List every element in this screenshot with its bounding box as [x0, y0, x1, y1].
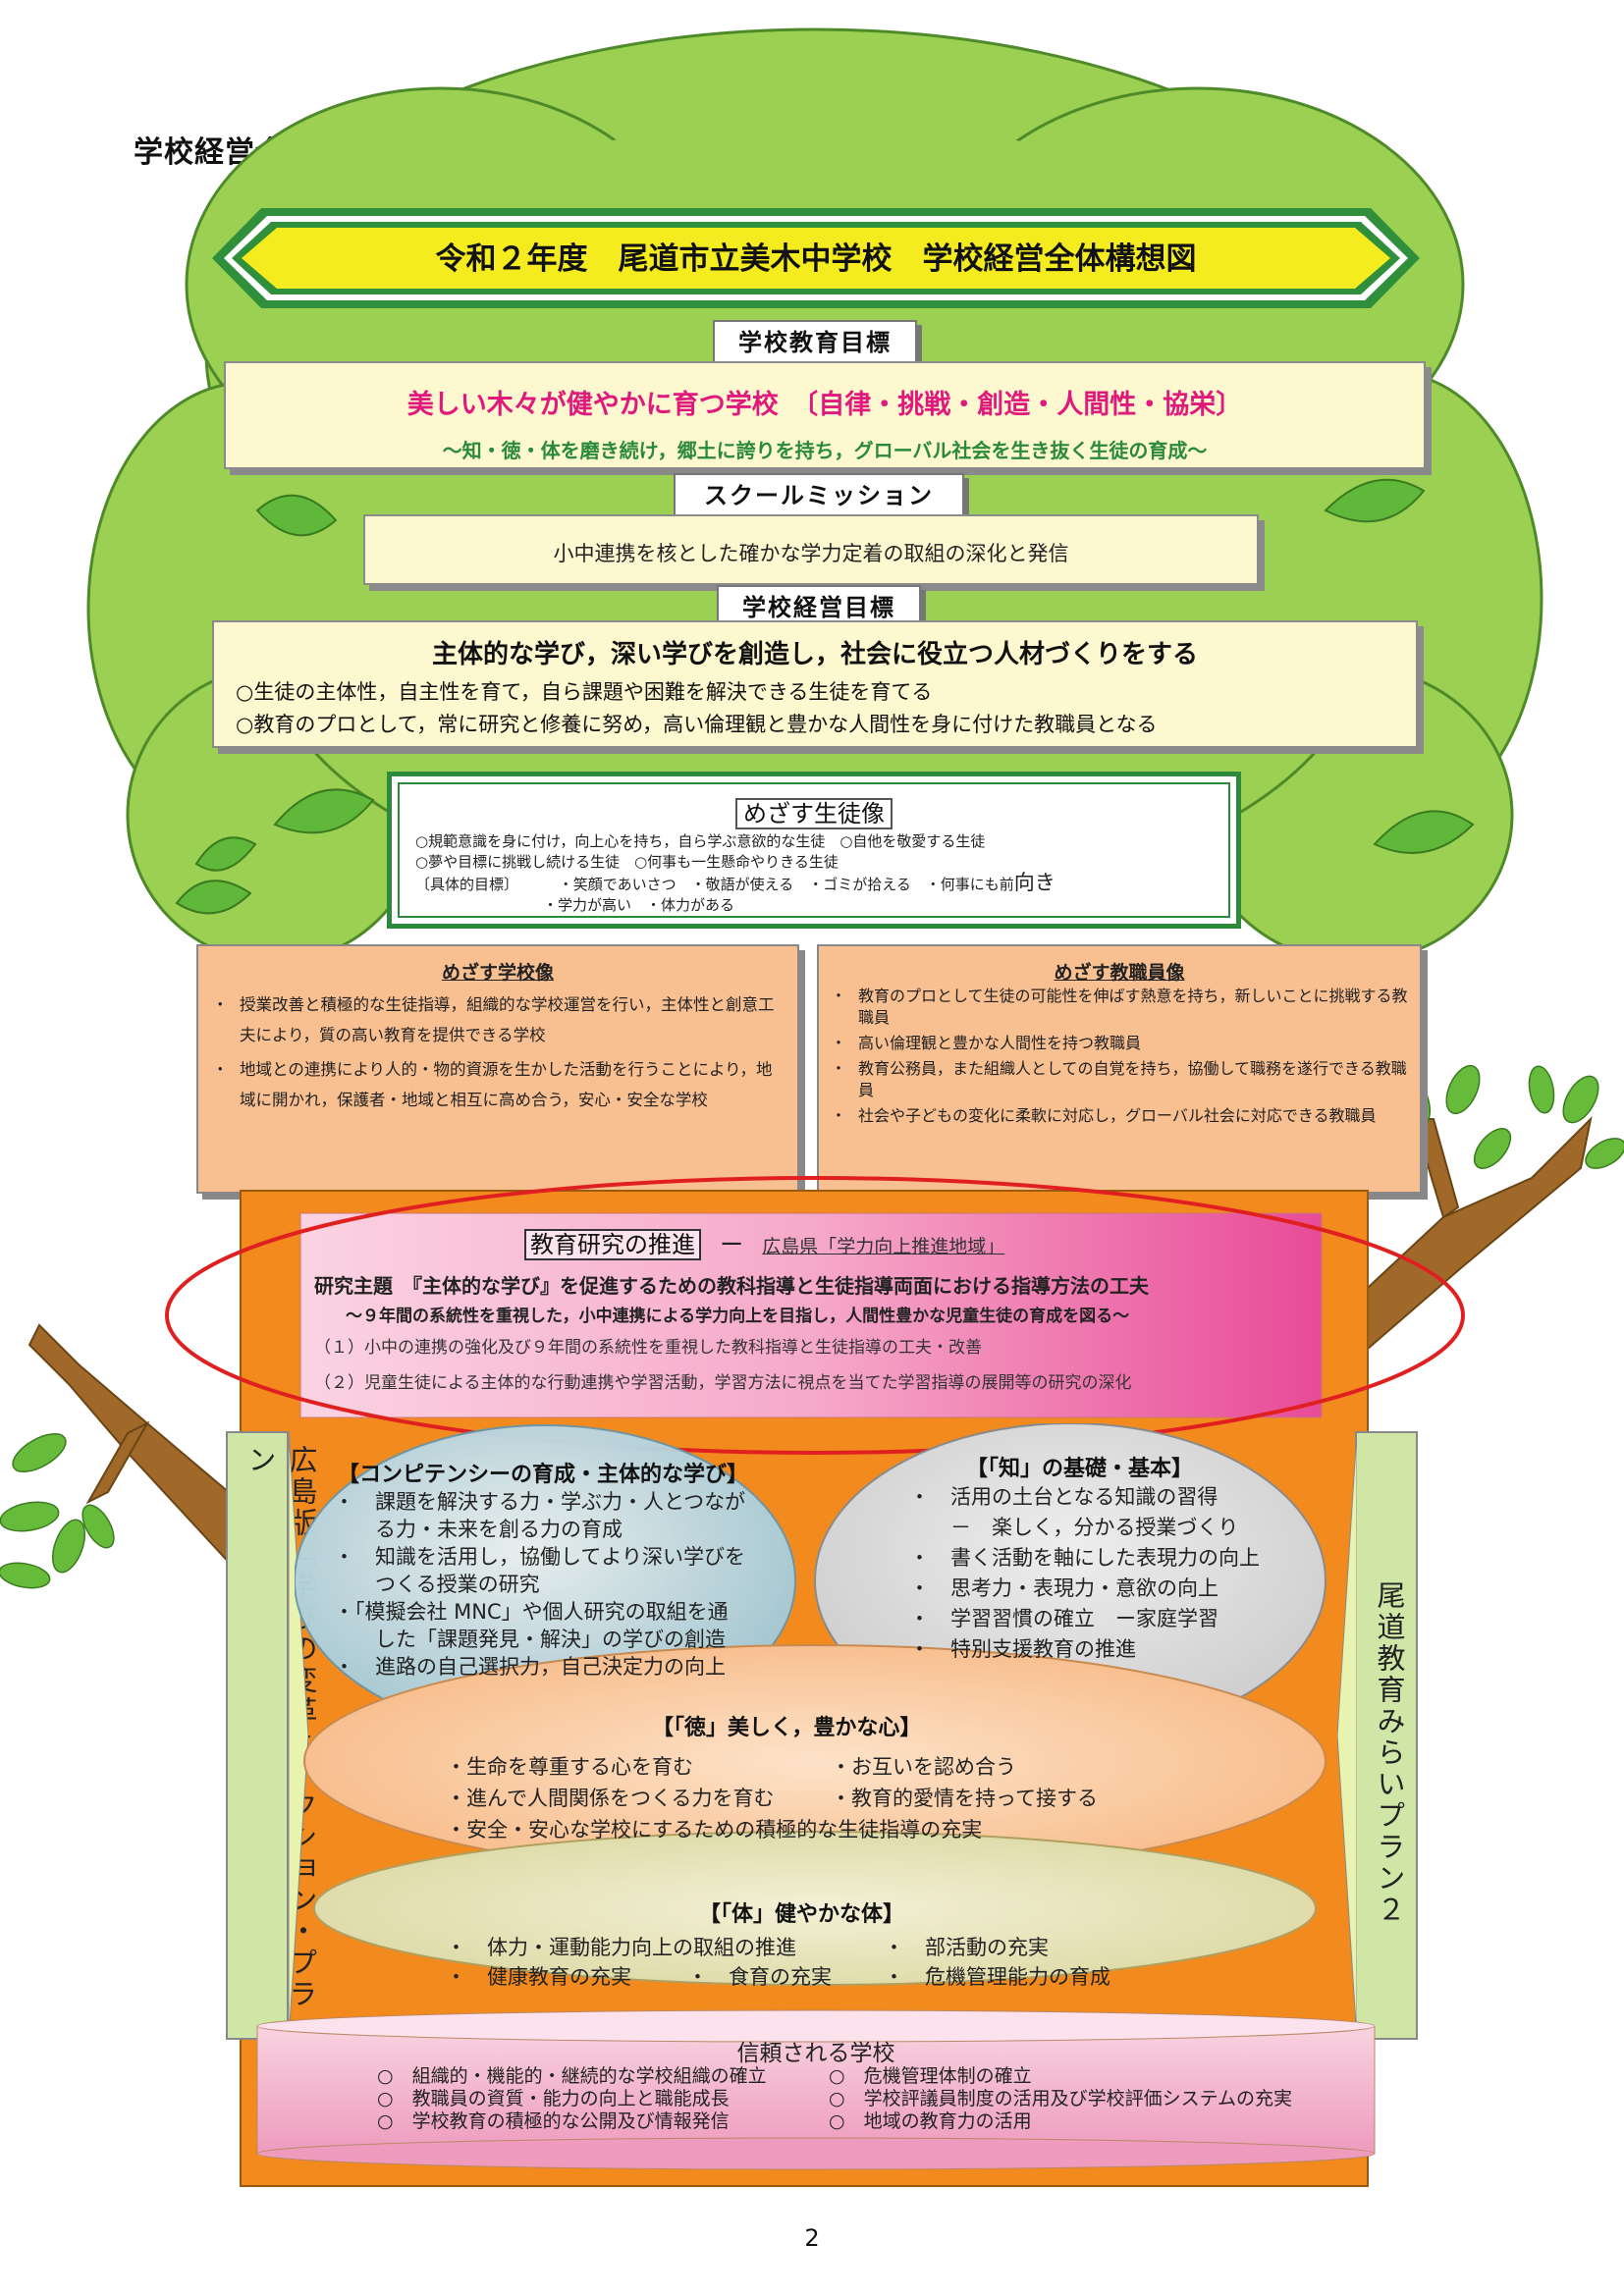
knowledge-item: ・ 思考力・表現力・意欲の向上: [909, 1576, 1218, 1600]
arrow-left-icon: [1337, 1431, 1357, 2040]
mission-box: 小中連携を核とした確かな学力定着の取組の深化と発信: [363, 514, 1259, 585]
student-targets-row1: ・笑顔であいさつ ・敬語が使える ・ゴミが拾える ・何事にも前: [558, 876, 1014, 893]
student-target-label: 〔具体的目標〕: [415, 876, 519, 893]
school-goal-box: 美しい木々が健やかに育つ学校 〔自律・挑戦・創造・人間性・協栄〕 ～知・徳・体を…: [224, 361, 1426, 469]
mission-label: スクールミッション: [674, 473, 964, 518]
staff-image-box: めざす教職員像 ・教育のプロとして生徒の可能性を伸ばす熱意を持ち，新しいことに挑…: [817, 944, 1422, 1194]
trusted-item: ○ 危機管理体制の確立: [829, 2065, 1032, 2087]
competency-item: ・ 課題を解決する力・学ぶ力・人とつなが: [334, 1490, 746, 1514]
research-item: （２）児童生徒による主体的な行動連携や学習活動，学習方法に視点を当てた学習指導の…: [314, 1373, 1132, 1393]
research-block: 教育研究の推進 ー 広島県「学力向上推進地域」 研究主題 『主体的な学び』を促進…: [300, 1213, 1322, 1417]
right-panel: 尾道教育みらいプラン２: [1355, 1431, 1418, 2040]
virtue-item: ・生命を尊重する心を育む: [446, 1755, 693, 1779]
management-goal-item: ○生徒の主体性，自主性を育て，自ら課題や困難を解決できる生徒を育てる: [236, 680, 933, 704]
school-image-label: めざす学校像: [441, 962, 554, 984]
bullet: ・: [831, 987, 847, 1005]
virtue-item: ・教育的愛情を持って接する: [831, 1787, 1098, 1810]
competency-item: ・ 進路の自己選択力，自己決定力の向上: [334, 1655, 726, 1679]
competency-item: ・「模擬会社 MNC」や個人研究の取組を通: [334, 1600, 729, 1624]
staff-image-item: 社会や子どもの変化に柔軟に対応し，グローバル社会に対応できる教職員: [858, 1106, 1377, 1125]
research-dash: ー: [720, 1231, 744, 1258]
knowledge-item: ・ 書く活動を軸にした表現力の向上: [909, 1546, 1260, 1570]
body-title: 【「体」健やかな体】: [699, 1902, 905, 1927]
student-image-line: ○夢や目標に挑戦し続ける生徒 ○何事も一生懸命やりきる生徒: [415, 853, 839, 871]
tree-branch-left: [0, 1323, 275, 1589]
competency-item: る力・未来を創る力の育成: [334, 1518, 623, 1541]
body-item: ・ 食育の充実: [687, 1965, 832, 1989]
competency-title: 【コンピテンシーの育成・主体的な学び】: [338, 1463, 749, 1487]
virtue-item: ・進んで人間関係をつくる力を育む: [446, 1787, 775, 1810]
trusted-item: ○ 学校評議員制度の活用及び学校評価システムの充実: [829, 2088, 1293, 2109]
school-goal-label: 学校教育目標: [713, 320, 917, 365]
mission-text: 小中連携を核とした確かな学力定着の取組の深化と発信: [553, 542, 1069, 565]
leaf-icon: [175, 478, 1475, 915]
ellipse-group: [295, 1423, 1326, 1986]
title-banner: [212, 208, 1420, 308]
right-panel-text: 尾道教育みらいプラン２: [1373, 1580, 1406, 1926]
knowledge-item: － 楽しく，分かる授業づくり: [909, 1516, 1239, 1539]
student-image-box: めざす生徒像 ○規範意識を身に付け，向上心を持ち，自ら学ぶ意欲的な生徒 ○自他を…: [387, 772, 1241, 929]
body-item: ・ 健康教育の充実: [446, 1965, 631, 1989]
body-item: ・ 体力・運動能力向上の取組の推進: [446, 1936, 796, 1959]
management-goal-main: 主体的な学び，深い学びを創造し，社会に役立つ人材づくりをする: [431, 640, 1198, 669]
trusted-title: 信頼される学校: [736, 2041, 895, 2066]
bullet: ・: [831, 1106, 847, 1125]
virtue-title: 【「徳」美しく，豊かな心】: [652, 1716, 922, 1740]
virtue-item: ・安全・安心な学校にするための積極的な生徒指導の充実: [446, 1818, 983, 1842]
student-image-line: ○規範意識を身に付け，向上心を持ち，自ら学ぶ意欲的な生徒 ○自他を敬愛する生徒: [415, 832, 986, 850]
competency-item: した「課題発見・解決」の学びの創造: [334, 1628, 726, 1651]
competency-item: つくる授業の研究: [334, 1573, 540, 1596]
red-highlight-ellipse: [165, 1176, 1465, 1455]
knowledge-item: ・ 学習習慣の確立 ー家庭学習: [909, 1607, 1218, 1630]
competency-item: ・ 知識を活用し，協働してより深い学びを: [334, 1545, 745, 1569]
research-theme: 研究主題 『主体的な学び』を促進するための教科指導と生徒指導両面における指導方法…: [314, 1274, 1149, 1298]
student-targets-big: 向き: [1013, 871, 1056, 894]
research-label: 教育研究の推進: [524, 1229, 701, 1260]
school-image-item: 地域との連携により人的・物的資源を生かした活動を行うことにより，地域に開かれ，保…: [240, 1060, 773, 1109]
school-image-box: めざす学校像 ・ 授業改善と積極的な生徒指導，組織的な学校運営を行い，主体性と創…: [196, 944, 799, 1194]
bullet: ・: [212, 995, 229, 1014]
staff-image-label: めざす教職員像: [1054, 962, 1185, 984]
knowledge-item: ・ 特別支援教育の推進: [909, 1637, 1136, 1661]
management-goal-item: ○教育のプロとして，常に研究と修養に努め，高い倫理観と豊かな人間性を身に付けた教…: [236, 713, 1158, 736]
research-item: （１）小中の連携の強化及び９年間の系統性を重視した教科指導と生徒指導の工夫・改善: [314, 1338, 982, 1358]
trusted-item: ○ 地域の教育力の活用: [829, 2110, 1032, 2132]
research-subtheme: ～９年間の系統性を重視した，小中連携による学力向上を目指し，人間性豊かな児童生徒…: [346, 1307, 1130, 1326]
staff-image-item: 教育のプロとして生徒の可能性を伸ばす熱意を持ち，新しいことに挑戦する教職員: [858, 987, 1408, 1027]
staff-image-item: 教育公務員，また組織人としての自覚を持ち，協働して職務を遂行できる教職員: [858, 1059, 1407, 1099]
bullet: ・: [212, 1060, 229, 1079]
page-number: 2: [804, 2224, 820, 2252]
trusted-item: ○ 学校教育の積極的な公開及び情報発信: [377, 2110, 730, 2132]
trusted-item: ○ 組織的・機能的・継続的な学校組織の確立: [377, 2065, 767, 2087]
school-goal-sub: ～知・徳・体を磨き続け，郷土に誇りを持ち，グローバル社会を生き抜く生徒の育成～: [442, 439, 1208, 462]
body-item: ・ 部活動の充実: [884, 1936, 1049, 1959]
body-item: ・ 危機管理能力の育成: [884, 1965, 1110, 1989]
trusted-school-cylinder: [256, 2009, 1376, 2170]
banner-title: 令和２年度 尾道市立美木中学校 学校経営全体構想図: [435, 241, 1197, 277]
left-panel: 広島版「学びの変革」アクション・プラン: [226, 1431, 318, 2040]
bullet: ・: [831, 1059, 847, 1078]
staff-image-item: 高い倫理観と豊かな人間性を持つ教職員: [858, 1034, 1142, 1052]
school-image-item: 授業改善と積極的な生徒指導，組織的な学校運営を行い，主体性と創意工夫により，質の…: [240, 995, 775, 1044]
knowledge-title: 【「知」の基礎・基本】: [966, 1457, 1194, 1481]
school-goal-main: 美しい木々が健やかに育つ学校 〔自律・挑戦・創造・人間性・協栄〕: [406, 390, 1243, 420]
virtue-item: ・お互いを認め合う: [831, 1755, 1016, 1779]
research-background: [299, 1212, 1323, 1418]
bullet: ・: [831, 1034, 847, 1052]
student-targets-row2: ・学力が高い ・体力がある: [543, 896, 735, 914]
management-goal-box: 主体的な学び，深い学びを創造し，社会に役立つ人材づくりをする ○生徒の主体性，自…: [212, 620, 1418, 748]
knowledge-item: ・ 活用の土台となる知識の習得: [909, 1485, 1218, 1509]
trusted-item: ○ 教職員の資質・能力の向上と職能成長: [377, 2088, 730, 2109]
research-designation: 広島県「学力向上推進地域」: [762, 1236, 1005, 1257]
student-image-label: めざす生徒像: [735, 798, 893, 829]
